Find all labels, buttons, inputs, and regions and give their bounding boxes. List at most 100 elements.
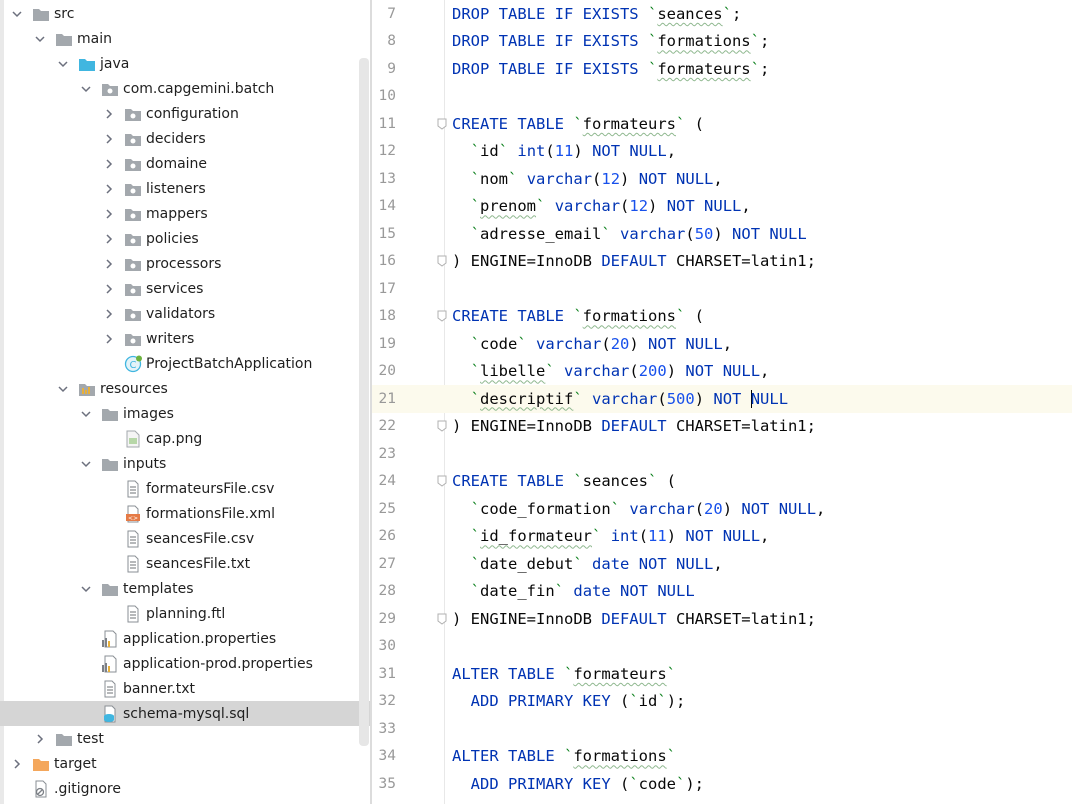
panel-divider[interactable] <box>370 0 372 804</box>
chevron-down-icon[interactable] <box>10 7 24 21</box>
tree-file-item[interactable]: formateursFile.csv <box>0 476 359 501</box>
tree-file-item[interactable]: <>formationsFile.xml <box>0 501 359 526</box>
code-line[interactable]: 16) ENGINE=InnoDB DEFAULT CHARSET=latin1… <box>372 248 1072 276</box>
tree-folder-item[interactable]: templates <box>0 576 359 601</box>
code-line[interactable]: 25 `code_formation` varchar(20) NOT NULL… <box>372 495 1072 523</box>
code-text[interactable]: `id` int(11) NOT NULL, <box>452 142 676 160</box>
tree-folder-item[interactable]: main <box>0 26 359 51</box>
code-line[interactable]: 30 <box>372 633 1072 661</box>
code-line[interactable]: 23 <box>372 440 1072 468</box>
chevron-right-icon[interactable] <box>102 207 116 221</box>
code-line[interactable]: 17 <box>372 275 1072 303</box>
code-text[interactable]: ADD PRIMARY KEY (`code`); <box>452 775 704 793</box>
code-line[interactable]: 28 `date_fin` date NOT NULL <box>372 578 1072 606</box>
code-text[interactable]: ALTER TABLE `formateurs` <box>452 665 676 683</box>
chevron-right-icon[interactable] <box>102 282 116 296</box>
code-text[interactable]: DROP TABLE IF EXISTS `formateurs`; <box>452 60 769 78</box>
chevron-right-icon[interactable] <box>102 257 116 271</box>
tree-folder-item[interactable]: writers <box>0 326 359 351</box>
tree-file-item[interactable]: planning.ftl <box>0 601 359 626</box>
tree-folder-item[interactable]: deciders <box>0 126 359 151</box>
tree-file-item[interactable]: application.properties <box>0 626 359 651</box>
code-line[interactable]: 10 <box>372 83 1072 111</box>
code-text[interactable]: ) ENGINE=InnoDB DEFAULT CHARSET=latin1; <box>452 610 816 628</box>
code-line[interactable]: 20 `libelle` varchar(200) NOT NULL, <box>372 358 1072 386</box>
chevron-right-icon[interactable] <box>33 732 47 746</box>
code-text[interactable]: ADD PRIMARY KEY (`id`); <box>452 692 686 710</box>
tree-folder-item[interactable]: inputs <box>0 451 359 476</box>
tree-folder-item[interactable]: src <box>0 1 359 26</box>
fold-marker-icon[interactable] <box>436 118 448 130</box>
tree-scrollbar[interactable] <box>359 58 369 746</box>
code-line[interactable]: 35 ADD PRIMARY KEY (`code`); <box>372 770 1072 798</box>
chevron-down-icon[interactable] <box>79 82 93 96</box>
tree-file-item[interactable]: seancesFile.txt <box>0 551 359 576</box>
chevron-right-icon[interactable] <box>102 107 116 121</box>
tree-folder-item[interactable]: policies <box>0 226 359 251</box>
tree-file-item[interactable]: seancesFile.csv <box>0 526 359 551</box>
code-text[interactable]: `prenom` varchar(12) NOT NULL, <box>452 197 751 215</box>
chevron-right-icon[interactable] <box>102 157 116 171</box>
chevron-down-icon[interactable] <box>56 382 70 396</box>
chevron-down-icon[interactable] <box>33 32 47 46</box>
code-line[interactable]: 33 <box>372 715 1072 743</box>
tree-folder-item[interactable]: services <box>0 276 359 301</box>
tree-folder-item[interactable]: test <box>0 726 359 751</box>
tree-folder-item[interactable]: configuration <box>0 101 359 126</box>
code-line[interactable]: 29) ENGINE=InnoDB DEFAULT CHARSET=latin1… <box>372 605 1072 633</box>
fold-marker-icon[interactable] <box>436 310 448 322</box>
tree-file-item[interactable]: .gitignore <box>0 776 359 801</box>
chevron-right-icon[interactable] <box>102 132 116 146</box>
code-text[interactable]: ) ENGINE=InnoDB DEFAULT CHARSET=latin1; <box>452 417 816 435</box>
code-text[interactable]: `id_formateur` int(11) NOT NULL, <box>452 527 770 545</box>
code-text[interactable]: DROP TABLE IF EXISTS `seances`; <box>452 5 741 23</box>
code-text[interactable]: `code` varchar(20) NOT NULL, <box>452 335 732 353</box>
code-text[interactable]: DROP TABLE IF EXISTS `formations`; <box>452 32 769 50</box>
code-text[interactable]: ALTER TABLE `formations` <box>452 747 676 765</box>
chevron-down-icon[interactable] <box>56 57 70 71</box>
code-line[interactable]: 15 `adresse_email` varchar(50) NOT NULL <box>372 220 1072 248</box>
code-text[interactable]: `adresse_email` varchar(50) NOT NULL <box>452 225 807 243</box>
code-text[interactable]: ) ENGINE=InnoDB DEFAULT CHARSET=latin1; <box>452 252 816 270</box>
fold-marker-icon[interactable] <box>436 613 448 625</box>
chevron-right-icon[interactable] <box>102 307 116 321</box>
tree-folder-item[interactable]: resources <box>0 376 359 401</box>
tree-folder-item[interactable]: listeners <box>0 176 359 201</box>
tree-file-item[interactable]: banner.txt <box>0 676 359 701</box>
fold-marker-icon[interactable] <box>436 420 448 432</box>
code-text[interactable]: `libelle` varchar(200) NOT NULL, <box>452 362 770 380</box>
code-line[interactable]: 26 `id_formateur` int(11) NOT NULL, <box>372 523 1072 551</box>
chevron-right-icon[interactable] <box>102 182 116 196</box>
code-line[interactable]: 32 ADD PRIMARY KEY (`id`); <box>372 688 1072 716</box>
code-line[interactable]: 13 `nom` varchar(12) NOT NULL, <box>372 165 1072 193</box>
code-text[interactable]: `date_fin` date NOT NULL <box>452 582 695 600</box>
fold-marker-icon[interactable] <box>436 475 448 487</box>
chevron-right-icon[interactable] <box>102 332 116 346</box>
tree-folder-item[interactable]: images <box>0 401 359 426</box>
tree-folder-item[interactable]: com.capgemini.batch <box>0 76 359 101</box>
code-line[interactable]: 19 `code` varchar(20) NOT NULL, <box>372 330 1072 358</box>
code-text[interactable]: CREATE TABLE `formateurs` ( <box>452 115 704 133</box>
tree-folder-item[interactable]: target <box>0 751 359 776</box>
code-line[interactable]: 27 `date_debut` date NOT NULL, <box>372 550 1072 578</box>
tree-folder-item[interactable]: mappers <box>0 201 359 226</box>
tree-file-item[interactable]: schema-mysql.sql <box>0 701 370 726</box>
code-text[interactable]: CREATE TABLE `formations` ( <box>452 307 704 325</box>
chevron-down-icon[interactable] <box>79 407 93 421</box>
tree-folder-item[interactable]: processors <box>0 251 359 276</box>
tree-file-item[interactable]: cap.png <box>0 426 359 451</box>
tree-folder-item[interactable]: validators <box>0 301 359 326</box>
chevron-right-icon[interactable] <box>10 757 24 771</box>
fold-marker-icon[interactable] <box>436 255 448 267</box>
chevron-down-icon[interactable] <box>79 457 93 471</box>
tree-file-item[interactable]: application-prod.properties <box>0 651 359 676</box>
code-text[interactable]: CREATE TABLE `seances` ( <box>452 472 676 490</box>
